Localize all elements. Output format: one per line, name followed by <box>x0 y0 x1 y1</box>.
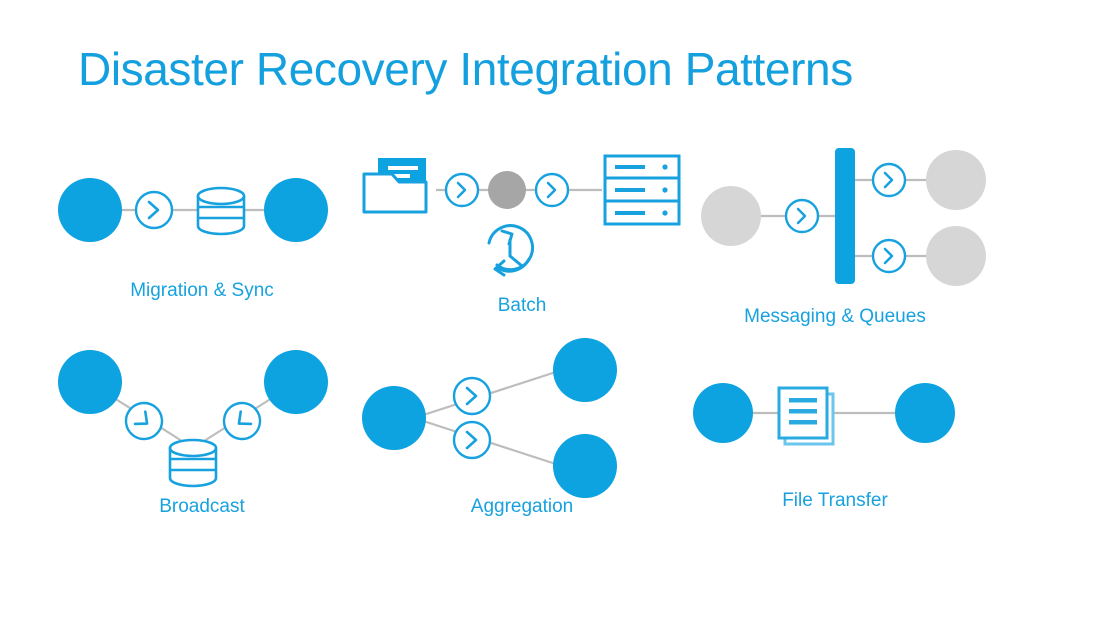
diagram-file-transfer <box>665 348 1005 488</box>
diagram-aggregation <box>352 338 692 498</box>
folder-document-icon <box>362 158 428 214</box>
diagram-messaging-queues <box>665 140 1005 286</box>
arrow-circle-icon <box>124 401 164 441</box>
pattern-migration-sync[interactable]: Migration & Sync <box>32 140 372 340</box>
diagram-migration-sync <box>32 140 372 280</box>
arrow-circle-icon <box>134 190 174 230</box>
pattern-messaging-queues[interactable]: Messaging & Queues <box>665 140 1005 340</box>
pattern-aggregation[interactable]: Aggregation <box>352 338 692 548</box>
endpoint-circle-blue <box>553 338 617 402</box>
pattern-label-messaging-queues: Messaging & Queues <box>744 306 926 327</box>
pattern-label-broadcast: Broadcast <box>159 496 245 517</box>
arrow-circle-icon <box>784 198 820 234</box>
endpoint-circle-blue <box>895 383 955 443</box>
arrow-circle-icon <box>444 172 480 208</box>
endpoint-circle-blue <box>693 383 753 443</box>
endpoint-circle-blue <box>362 386 426 450</box>
diagram-batch <box>352 140 692 280</box>
arrow-circle-icon <box>871 162 907 198</box>
pattern-file-transfer[interactable]: File Transfer <box>665 348 1005 548</box>
node-circle-gray <box>926 150 986 210</box>
endpoint-circle-blue <box>553 434 617 498</box>
arrow-circle-icon <box>452 420 492 460</box>
pattern-broadcast[interactable]: Broadcast <box>32 348 372 548</box>
queue-bar-icon <box>835 148 855 284</box>
diagram-broadcast <box>32 348 372 488</box>
database-icon <box>168 438 218 488</box>
endpoint-circle-blue <box>264 350 328 414</box>
pattern-label-migration-sync: Migration & Sync <box>130 280 274 301</box>
patterns-grid: Migration & Sync <box>0 140 1114 560</box>
node-circle-gray <box>926 226 986 286</box>
arrow-circle-icon <box>871 238 907 274</box>
node-circle-gray <box>701 186 761 246</box>
arrow-circle-icon <box>534 172 570 208</box>
pattern-label-batch: Batch <box>497 295 547 316</box>
pattern-batch[interactable]: Batch <box>352 140 692 340</box>
endpoint-circle-blue <box>58 350 122 414</box>
page-title: Disaster Recovery Integration Patterns <box>78 43 853 95</box>
stacked-document-icon <box>777 386 835 446</box>
node-circle-gray <box>488 171 526 209</box>
endpoint-circle-blue <box>264 178 328 242</box>
server-rack-icon <box>603 154 681 226</box>
arrow-circle-icon <box>452 376 492 416</box>
arrow-circle-icon <box>222 401 262 441</box>
endpoint-circle-blue <box>58 178 122 242</box>
pattern-label-file-transfer: File Transfer <box>782 490 888 511</box>
pattern-label-aggregation: Aggregation <box>470 496 574 517</box>
clock-schedule-icon <box>487 224 535 277</box>
database-icon <box>196 186 246 236</box>
